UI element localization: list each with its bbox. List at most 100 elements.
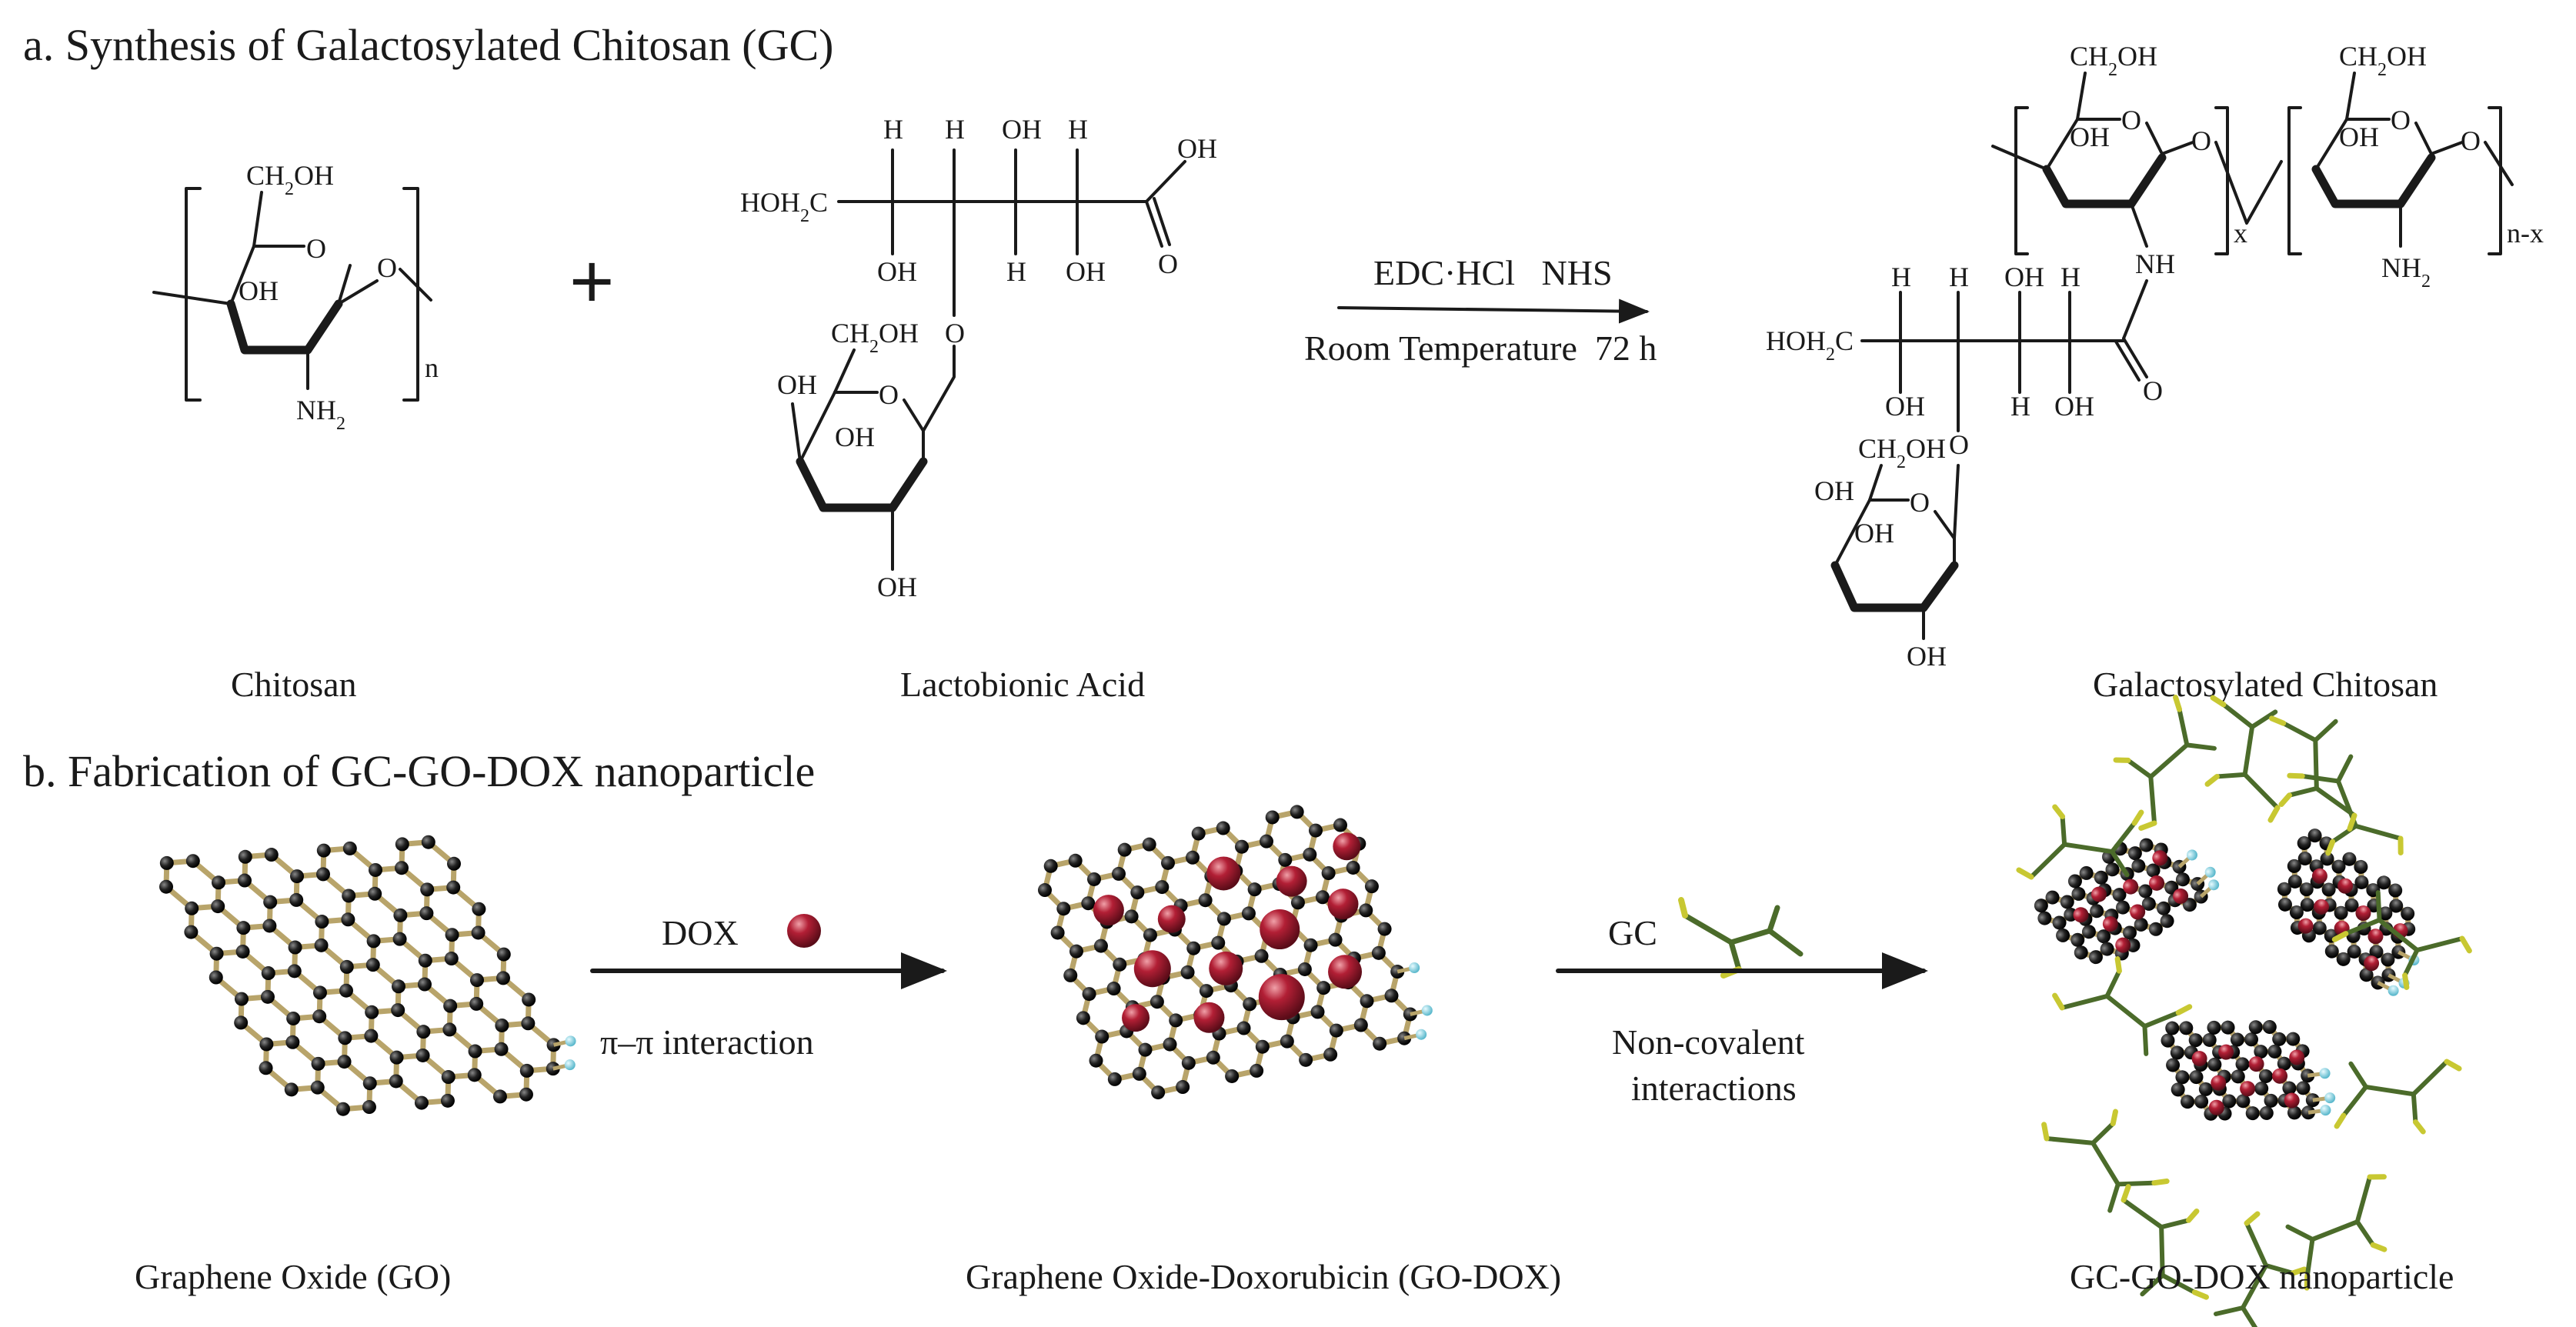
reaction-reagents: EDC·HCl NHS xyxy=(1373,253,1613,292)
carbon-atom xyxy=(469,973,484,988)
carbon-atom xyxy=(1241,906,1256,921)
la-oh1: OH xyxy=(1002,114,1042,145)
carbon-atom xyxy=(2090,904,2104,919)
dox-molecule xyxy=(1206,856,1241,891)
carbon-atom xyxy=(2262,1019,2277,1034)
carbon-atom xyxy=(1371,945,1386,960)
carbon-atom xyxy=(389,1050,404,1065)
gc-galactose-tip xyxy=(2121,1184,2209,1300)
carbon-atom xyxy=(2088,950,2103,965)
oxygen-atom xyxy=(2204,866,2216,878)
carbon-atom xyxy=(391,979,405,994)
la-h2: H xyxy=(945,114,965,145)
carbon-atom xyxy=(2230,1032,2244,1047)
gc-polymer-branch xyxy=(2121,1184,2209,1300)
carbon-atom xyxy=(342,889,356,903)
dox-label: DOX xyxy=(662,913,739,952)
noncovalent-label-1: Non-covalent xyxy=(1612,1022,1805,1062)
carbon-atom xyxy=(2105,862,2120,877)
carbon-atom xyxy=(468,1044,482,1059)
carbon-atom xyxy=(1186,850,1200,865)
la-oh3: OH xyxy=(1066,256,1106,287)
la-link-o: O xyxy=(945,318,965,348)
dox-molecule-icon xyxy=(787,914,821,948)
carbon-atom xyxy=(2171,1082,2185,1097)
carbon-atom xyxy=(2222,1094,2237,1109)
gc-polymer-branch xyxy=(2334,1059,2462,1135)
carbon-atom xyxy=(1169,1013,1183,1028)
gc-chain xyxy=(2121,1198,2197,1297)
carbon-atom xyxy=(1310,1005,1325,1019)
carbon-atom xyxy=(2378,906,2393,921)
carbon-atom xyxy=(417,977,432,992)
carbon-atom xyxy=(1043,859,1058,873)
carbon-atom xyxy=(2307,829,2322,843)
gc-side-oh2: OH xyxy=(1885,391,1925,422)
carbon-atom xyxy=(1076,1011,1090,1025)
carbon-atom xyxy=(1299,1052,1313,1067)
carbon-atom xyxy=(366,934,381,949)
carbon-atom xyxy=(1303,847,1317,862)
gc-galactose-tip xyxy=(2052,956,2193,1015)
carbon-atom xyxy=(159,855,174,870)
gc-oh-2: OH xyxy=(2339,122,2379,152)
carbon-atom xyxy=(209,970,223,985)
carbon-atom xyxy=(2344,898,2359,912)
carbon-atom xyxy=(1211,935,1226,950)
carbon-atom xyxy=(238,849,252,864)
la-ring-oh3: OH xyxy=(877,572,917,602)
carbon-atom xyxy=(2289,905,2304,920)
carbon-atom xyxy=(2045,890,2060,905)
carbon-atom xyxy=(495,1018,509,1032)
carbon-atom xyxy=(420,882,435,897)
co-bond xyxy=(2307,1072,2322,1078)
carbon-atom xyxy=(1377,922,1392,936)
carbon-atom xyxy=(2244,1032,2259,1047)
gc-repeat-x: x xyxy=(2234,218,2247,248)
carbon-atom xyxy=(1181,1055,1196,1070)
nanoparticle-sheet xyxy=(2161,1019,2336,1121)
carbon-atom xyxy=(2166,1058,2181,1072)
gc-side-link-o: O xyxy=(1949,429,1969,460)
carbon-atom xyxy=(1199,984,1213,999)
la-oh-acid: OH xyxy=(1177,133,1217,164)
carbon-atom xyxy=(259,1037,274,1052)
carbon-atom xyxy=(1132,1066,1146,1081)
carbon-atom xyxy=(2267,1044,2282,1059)
carbon-atom xyxy=(1107,1072,1122,1086)
gc-galactose-tip xyxy=(2204,695,2281,823)
la-ring-oh2: OH xyxy=(835,422,875,452)
carbon-atom xyxy=(467,1068,482,1082)
reaction-conditions: Room Temperature 72 h xyxy=(1304,328,1657,368)
carbon-atom xyxy=(1161,855,1175,870)
carbon-atom xyxy=(1143,928,1157,942)
gc-oh-1: OH xyxy=(2070,122,2110,152)
carbon-atom xyxy=(1106,982,1121,996)
carbon-atom xyxy=(1309,823,1323,838)
gc-galactose-tip xyxy=(2269,715,2357,832)
gc-galactose-tip xyxy=(2287,772,2404,856)
carbon-atom xyxy=(362,1100,376,1115)
gc-ring-o-1: O xyxy=(2121,105,2141,135)
carbon-atom xyxy=(314,938,329,952)
co-bond xyxy=(2177,855,2191,869)
carbon-atom xyxy=(2277,897,2292,912)
carbon-atom xyxy=(2287,874,2302,889)
nanoparticle-caption: GC-GO-DOX nanoparticle xyxy=(2070,1257,2454,1296)
carbon-atom xyxy=(442,1022,457,1037)
carbon-atom xyxy=(1243,997,1257,1012)
carbon-atom xyxy=(416,1025,431,1039)
gc-chain xyxy=(2281,719,2357,818)
gc-side-h1: H xyxy=(1891,262,1911,292)
dox-molecule xyxy=(2337,878,2354,894)
carbon-atom xyxy=(2347,944,2361,959)
carbon-atom xyxy=(2321,882,2336,897)
dox-molecule xyxy=(2149,875,2165,891)
carbon-atom xyxy=(2231,1069,2245,1084)
dox-molecule xyxy=(2191,1051,2207,1067)
chitosan-caption: Chitosan xyxy=(231,665,357,704)
la-h1: H xyxy=(883,114,903,145)
carbon-atom xyxy=(1117,842,1132,857)
carbon-atom xyxy=(2175,1070,2190,1085)
carbon-atom xyxy=(159,879,173,894)
